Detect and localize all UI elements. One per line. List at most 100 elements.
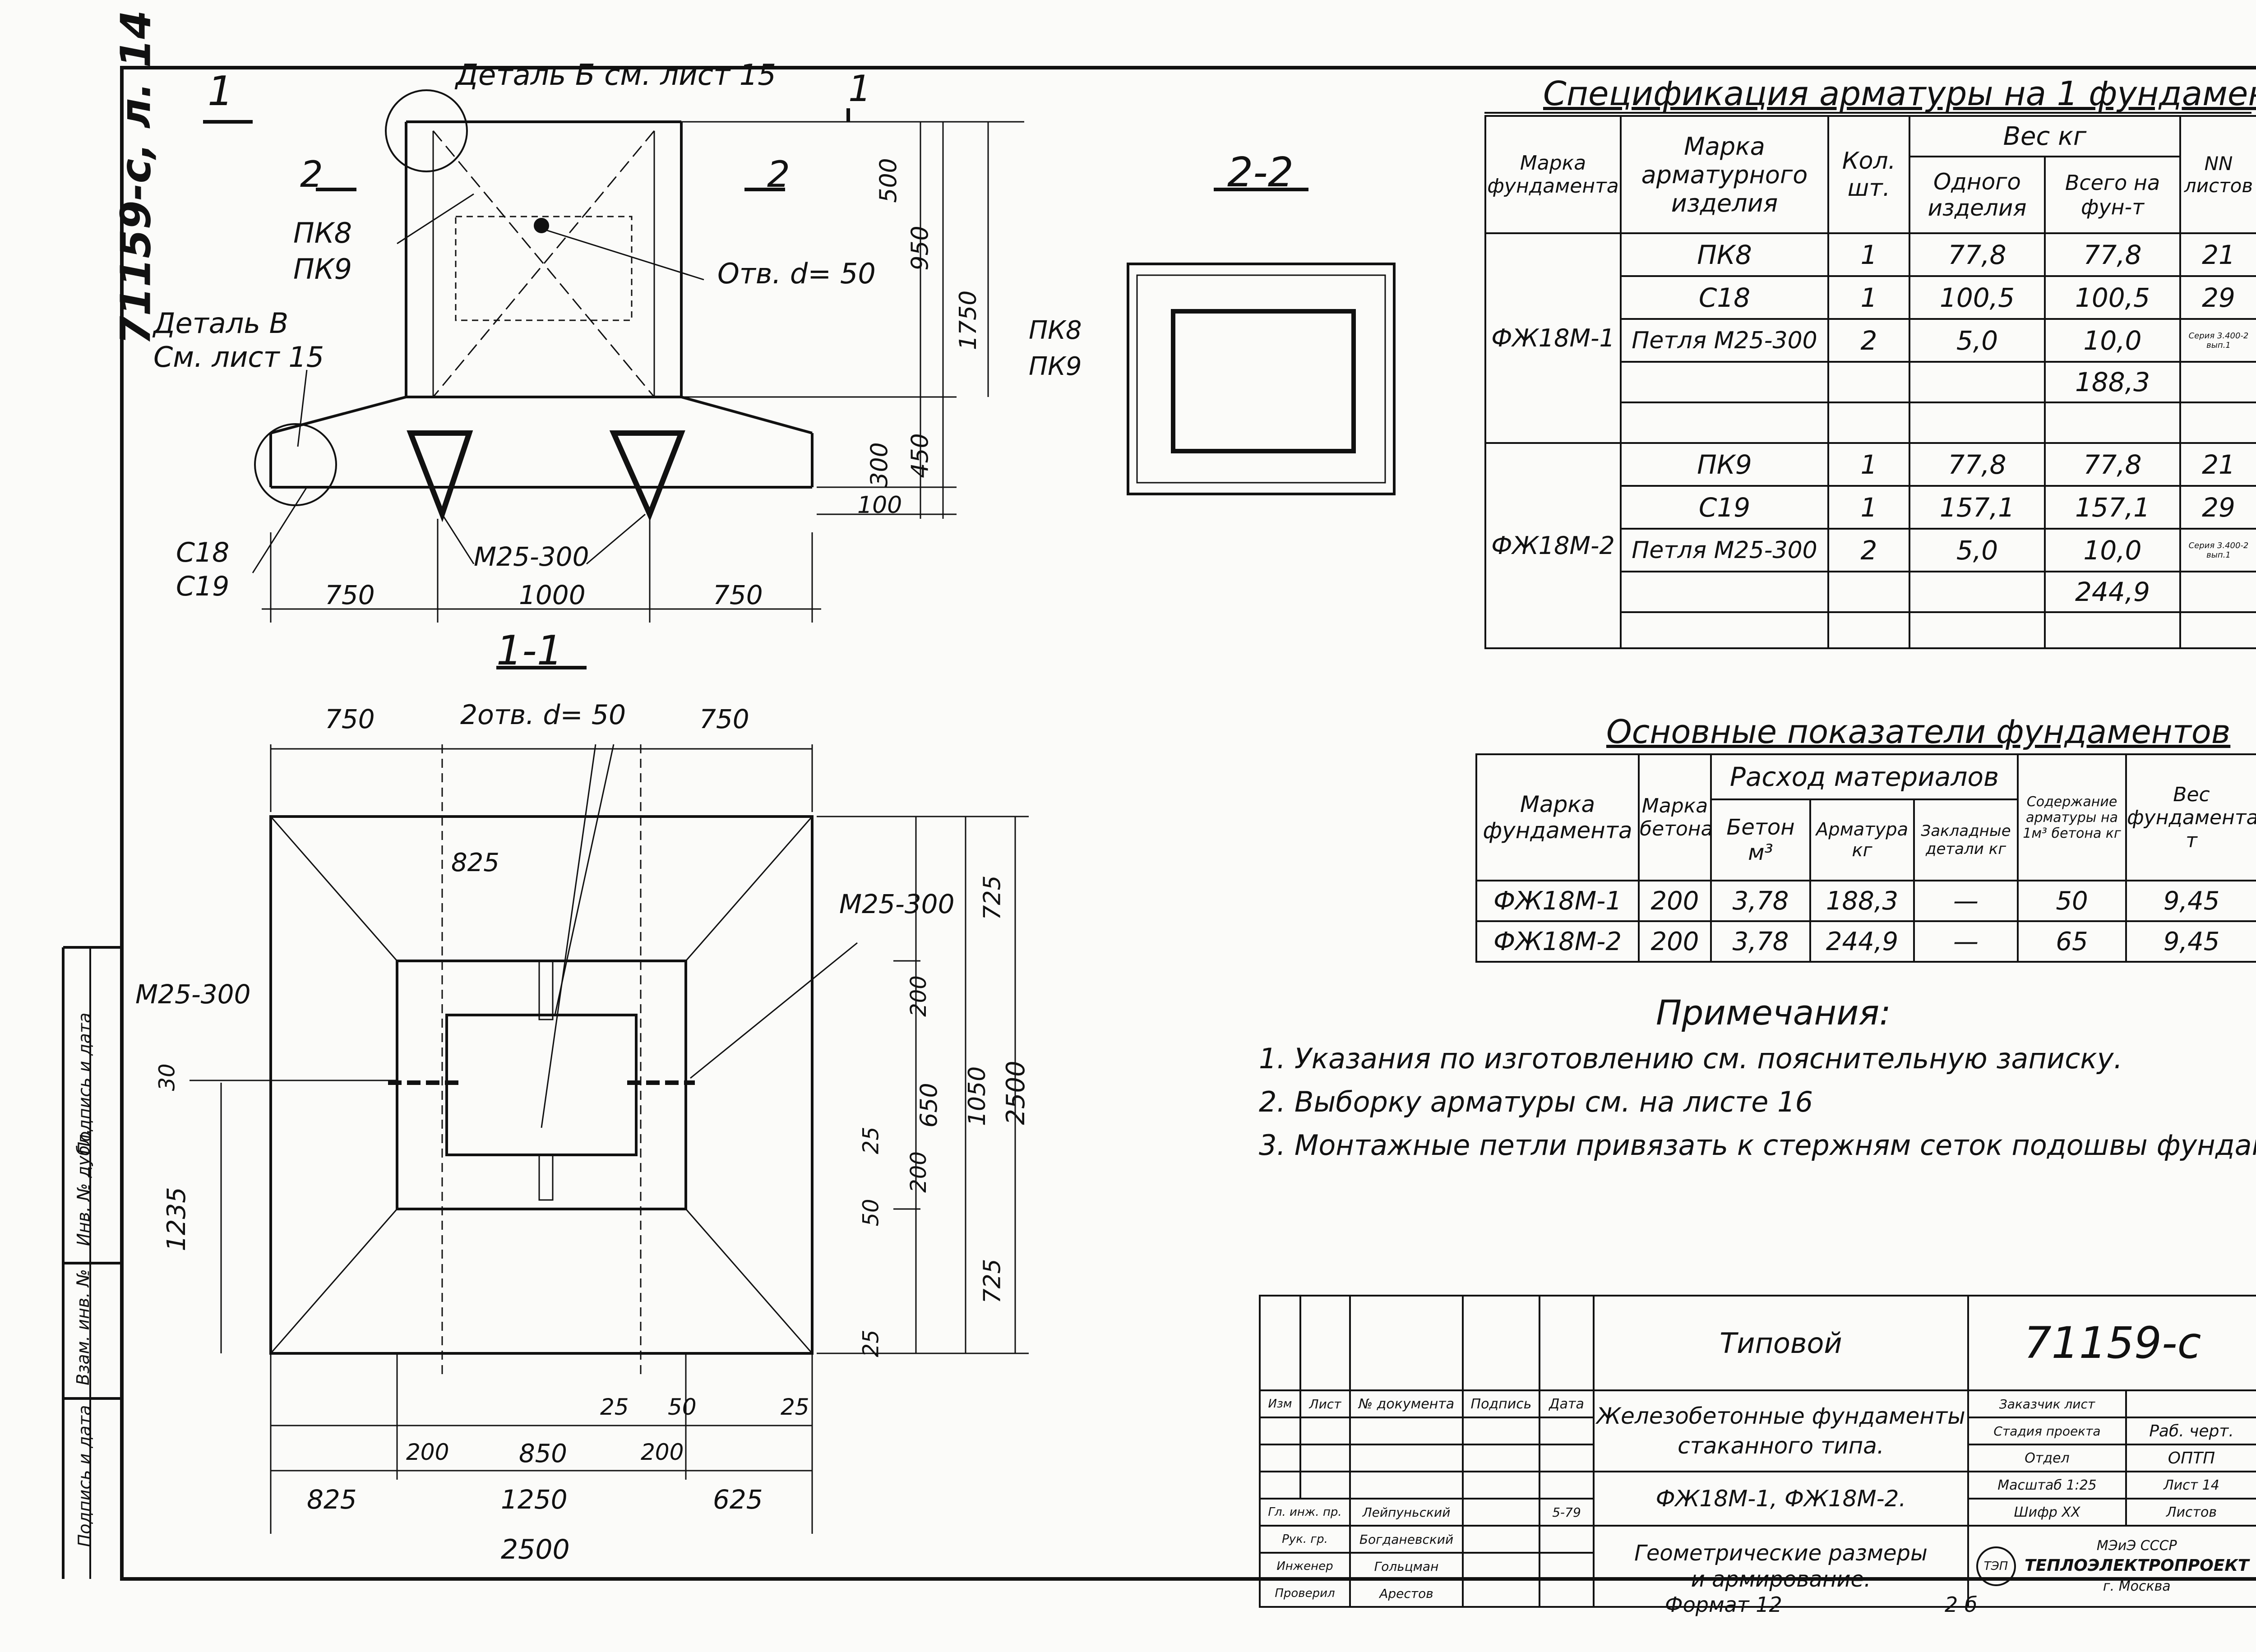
ind-r1-weight: 9,45 bbox=[2125, 880, 2256, 922]
spec-table-title: Спецификация арматуры на 1 фундамент bbox=[1543, 74, 2256, 113]
spec-g1-r1-one: 77,8 bbox=[1909, 232, 2046, 277]
plan-dim-725-bottom: 725 bbox=[979, 1259, 1006, 1304]
note-2: 2. Выборку арматуры см. на листе 16 bbox=[1259, 1085, 1813, 1118]
stamp-scale-val: 1:25 bbox=[2066, 1477, 2097, 1493]
loop-label-right: М25-300 bbox=[839, 889, 955, 919]
plan-dim-850: 850 bbox=[519, 1439, 567, 1468]
plan-dim-825: 825 bbox=[451, 848, 499, 877]
pk9-label: ПК9 bbox=[293, 253, 352, 286]
spec-g2-r2-sheet: 29 bbox=[2179, 485, 2256, 530]
indicators-table: Марка фундамента Марка бетона Расход мат… bbox=[1475, 753, 2256, 963]
plan-dim-750-right: 750 bbox=[699, 704, 749, 734]
spec-h-qty: Кол. шт. bbox=[1827, 115, 1910, 234]
dim-100: 100 bbox=[857, 492, 902, 519]
spec-h-found: Марка фундамента bbox=[1484, 115, 1622, 234]
stamp-scale-cell: Масштаб 1:25 bbox=[1967, 1471, 2127, 1500]
stamp-role-4: Проверил bbox=[1259, 1579, 1351, 1608]
pk8-label: ПК8 bbox=[293, 217, 352, 249]
ind-h-found: Марка фундамента bbox=[1475, 753, 1640, 881]
stamp-title: Железобетонные фундаменты стаканного тип… bbox=[1593, 1389, 1969, 1472]
spec-h-total: Всего на фун-т bbox=[2044, 156, 2181, 234]
stamp-col-sign: Подпись bbox=[1462, 1389, 1540, 1418]
stamp-role-2: Рук. гр. bbox=[1259, 1525, 1351, 1554]
stamp-sheets: Листов bbox=[2125, 1498, 2256, 1527]
spec-g1-mark: ФЖ18М-1 bbox=[1484, 232, 1622, 444]
section-1-mark-right: 1 bbox=[848, 68, 871, 110]
plan-dim-825-b: 825 bbox=[307, 1484, 357, 1515]
stamp-title-2: стаканного типа. bbox=[1678, 1433, 1884, 1459]
spec-table: Марка фундамента Марка арматурного издел… bbox=[1484, 115, 2256, 649]
hole-label: Отв. d= 50 bbox=[717, 257, 876, 290]
stamp-subtitle-2: и армирование. bbox=[1691, 1567, 1871, 1592]
spec-h-weight: Вес кг bbox=[1909, 115, 2181, 157]
stamp-title-1: Железобетонные фундаменты bbox=[1596, 1403, 1965, 1429]
spec-g1-r1-qty: 1 bbox=[1827, 232, 1910, 277]
stamp-cipher-cell: Шифр ХХ bbox=[1967, 1498, 2127, 1527]
ind-r2-embedded: — bbox=[1913, 920, 2019, 963]
spec-g1-r1-item: ПК8 bbox=[1620, 232, 1829, 277]
stamp-name-2: Богданевский bbox=[1349, 1525, 1464, 1554]
stamp-name-4: Арестов bbox=[1349, 1579, 1464, 1608]
section-2-title: 2-2 bbox=[1227, 149, 1294, 196]
stamp-subtitle-1: Геометрические размеры bbox=[1634, 1541, 1928, 1566]
spec-g1-sum: 188,3 bbox=[2044, 361, 2181, 403]
stamp-cipher-val: ХХ bbox=[2062, 1504, 2080, 1520]
stamp-stage: Стадия проекта bbox=[1967, 1417, 2127, 1445]
plan-dim-25-b: 25 bbox=[781, 1394, 809, 1420]
stamp-role-1: Гл. инж. пр. bbox=[1259, 1498, 1351, 1527]
dim-1000: 1000 bbox=[519, 580, 586, 610]
plan-dim-1235: 1235 bbox=[162, 1187, 191, 1251]
stamp-marks: ФЖ18М-1, ФЖ18М-2. bbox=[1593, 1471, 1969, 1527]
stamp-scale: Масштаб bbox=[1997, 1477, 2062, 1493]
spec-g1-r1-sheet: 21 bbox=[2179, 232, 2256, 277]
format-note: 2 б bbox=[1945, 1592, 1978, 1617]
ind-r1-embedded: — bbox=[1913, 880, 2019, 922]
indicators-title: Основные показатели фундаментов bbox=[1606, 713, 2231, 751]
loop-label: М25-300 bbox=[474, 541, 589, 572]
spec-g2-r2-item: С19 bbox=[1620, 485, 1829, 530]
plan-dim-725-top: 725 bbox=[979, 875, 1006, 920]
stamp-list: Лист bbox=[2164, 1477, 2198, 1493]
spec-g1-r3-one: 5,0 bbox=[1909, 318, 2046, 363]
spec-g1-r2-one: 100,5 bbox=[1909, 275, 2046, 320]
spec-h-one: Одного изделия bbox=[1909, 156, 2046, 234]
detail-v-label-1: Деталь В bbox=[153, 307, 289, 340]
spec-g2-r3-one: 5,0 bbox=[1909, 528, 2046, 572]
section-1-mark-left: 1 bbox=[208, 68, 234, 115]
stamp-name-1: Лейпуньский bbox=[1349, 1498, 1464, 1527]
spec-g2-r3-item: Петля М25-300 bbox=[1620, 528, 1829, 572]
note-1: 1. Указания по изготовлению см. поясните… bbox=[1259, 1042, 2123, 1075]
ind-r1-concrete: 3,78 bbox=[1710, 880, 1811, 922]
strip-label-2: Взам. инв. № bbox=[73, 1269, 93, 1386]
dim-450: 450 bbox=[906, 433, 934, 478]
plan-dim-30: 30 bbox=[154, 1063, 180, 1091]
detail-v-label-2: См. лист 15 bbox=[153, 341, 324, 374]
plan-dim-200-top: 200 bbox=[906, 975, 931, 1017]
section-2-mark-right: 2 bbox=[767, 153, 790, 195]
stamp-col-date: Дата bbox=[1539, 1389, 1595, 1418]
stamp-org-1: МЭиЭ СССР bbox=[2096, 1538, 2177, 1554]
ind-h-grade: Марка бетона bbox=[1638, 753, 1712, 881]
ind-r2-content: 65 bbox=[2017, 920, 2127, 963]
c19-label: С19 bbox=[176, 571, 230, 602]
ind-r1-grade: 200 bbox=[1638, 880, 1712, 922]
ind-r1-rebar: 188,3 bbox=[1809, 880, 1915, 922]
plan-dim-50-b: 50 bbox=[668, 1394, 697, 1420]
ind-h-concrete: Бетон м³ bbox=[1710, 798, 1811, 881]
stamp-name-3: Гольцман bbox=[1349, 1552, 1464, 1581]
stamp-col-izm: Изм bbox=[1259, 1389, 1301, 1418]
format-label: Формат 12 bbox=[1665, 1592, 1782, 1617]
spec-g2-r3-sheet: Серия 3.400-2 вып.1 bbox=[2179, 528, 2256, 572]
spec-g1-r2-item: С18 bbox=[1620, 275, 1829, 320]
stamp-role-3: Инженер bbox=[1259, 1552, 1351, 1581]
spec-g2-r2-total: 157,1 bbox=[2044, 485, 2181, 530]
pk8-label-2: ПК8 bbox=[1029, 316, 1082, 345]
spec-g1-r3-total: 10,0 bbox=[2044, 318, 2181, 363]
dim-750-left: 750 bbox=[325, 580, 375, 610]
spec-g2-sum: 244,9 bbox=[2044, 571, 2181, 613]
dim-750-right: 750 bbox=[713, 580, 763, 610]
spec-g1-r2-qty: 1 bbox=[1827, 275, 1910, 320]
spec-h-item: Марка арматурного изделия bbox=[1620, 115, 1829, 234]
plan-dim-25-corner: 25 bbox=[858, 1329, 884, 1357]
plan-dim-625: 625 bbox=[713, 1484, 763, 1515]
